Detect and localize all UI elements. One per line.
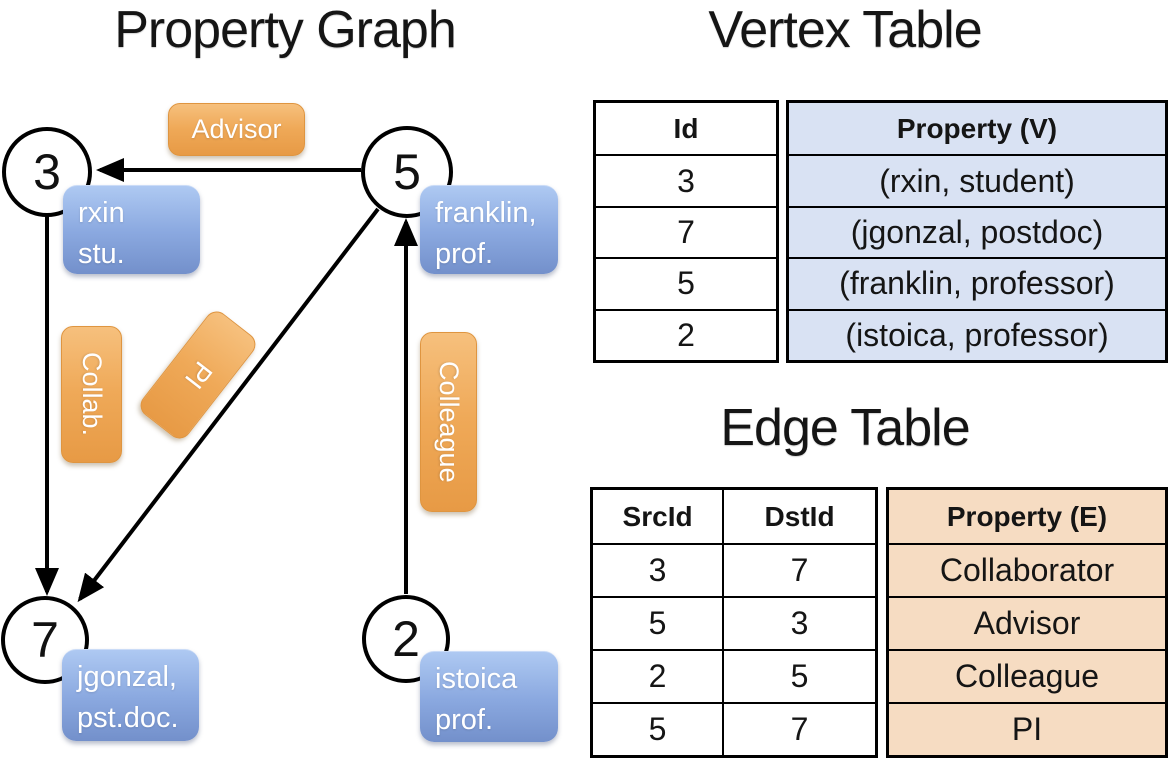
edge-label-collab: Collab.	[61, 326, 122, 463]
vertex-table-id-header: Id	[673, 112, 699, 144]
edge-table-property-column: Property (E) Collaborator Advisor Collea…	[886, 487, 1168, 758]
edge-label-colleague: Colleague	[420, 332, 477, 512]
property-graph-title: Property Graph	[114, 1, 457, 59]
vertex-table-property-cell: (jgonzal, postdoc)	[789, 205, 1165, 257]
vertex-table-id-cell: 7	[596, 205, 776, 257]
edge-table-property-cell: PI	[889, 702, 1165, 755]
edge-table-property-cell: Colleague	[889, 649, 1165, 702]
vertex-property-line: stu.	[78, 238, 125, 271]
edge-table-dst-header: DstId	[764, 500, 835, 532]
edge-table-property-header: Property (E)	[946, 500, 1108, 532]
vertex-property-line: franklin,	[435, 197, 537, 229]
vertex-table-id-cell: 2	[596, 308, 776, 360]
edge-table-dst-cell: 5	[724, 649, 875, 702]
vertex-table-property-column: Property (V) (rxin, student) (jgonzal, p…	[786, 100, 1168, 363]
edge-pi-5-to-7	[77, 207, 380, 603]
vertex-table-property-header: Property (V)	[896, 112, 1058, 144]
vertex-property-box-3: rxin stu.	[63, 185, 200, 274]
vertex-circle-2: 2	[362, 595, 450, 683]
edge-table-src-header: SrcId	[593, 490, 725, 543]
vertex-table-property-cell: (rxin, student)	[789, 154, 1165, 205]
vertex-property-line: rxin	[78, 197, 125, 229]
edge-table-src-cell: 3	[593, 543, 725, 596]
vertex-id-2: 2	[392, 611, 420, 667]
vertex-circle-5: 5	[361, 126, 453, 218]
edge-table-src-cell: 5	[593, 596, 725, 649]
vertex-property-line: istoica	[435, 663, 518, 695]
edge-table-src-cell: 5	[593, 702, 725, 755]
edge-table-dst-cell: 7	[724, 702, 875, 755]
vertex-property-box-5: franklin, prof.	[420, 185, 558, 274]
vertex-id-5: 5	[393, 144, 421, 200]
edge-table-src-cell: 2	[593, 649, 725, 702]
vertex-property-box-7: jgonzal, pst.doc.	[62, 649, 199, 741]
vertex-property-line: prof.	[435, 704, 494, 737]
vertex-property-line: prof.	[435, 238, 494, 271]
edge-table-src-dst-columns: SrcId DstId 3 7 5 3 2 5 5 7	[590, 487, 878, 758]
vertex-id-3: 3	[33, 144, 61, 200]
graph-edges	[35, 158, 418, 603]
vertex-table-property-cell: (franklin, professor)	[789, 257, 1165, 308]
vertex-table-id-column: Id 3 7 5 2	[593, 100, 779, 363]
vertex-property-box-2: istoica prof.	[420, 651, 558, 742]
vertex-table-id-cell: 5	[596, 257, 776, 308]
vertex-table-title: Vertex Table	[708, 1, 982, 59]
vertex-property-line: pst.doc.	[77, 702, 179, 735]
vertex-property-line: jgonzal,	[77, 661, 177, 693]
edge-label-advisor: Advisor	[168, 103, 305, 156]
edge-table-dst-cell: 7	[724, 543, 875, 596]
edge-table-property-cell: Collaborator	[889, 543, 1165, 596]
vertex-table-property-cell: (istoica, professor)	[789, 308, 1165, 360]
vertex-id-7: 7	[31, 612, 59, 668]
vertex-table-id-cell: 3	[596, 154, 776, 205]
edge-table-dst-cell: 3	[724, 596, 875, 649]
edge-table-property-cell: Advisor	[889, 596, 1165, 649]
edge-table-title: Edge Table	[720, 399, 970, 457]
